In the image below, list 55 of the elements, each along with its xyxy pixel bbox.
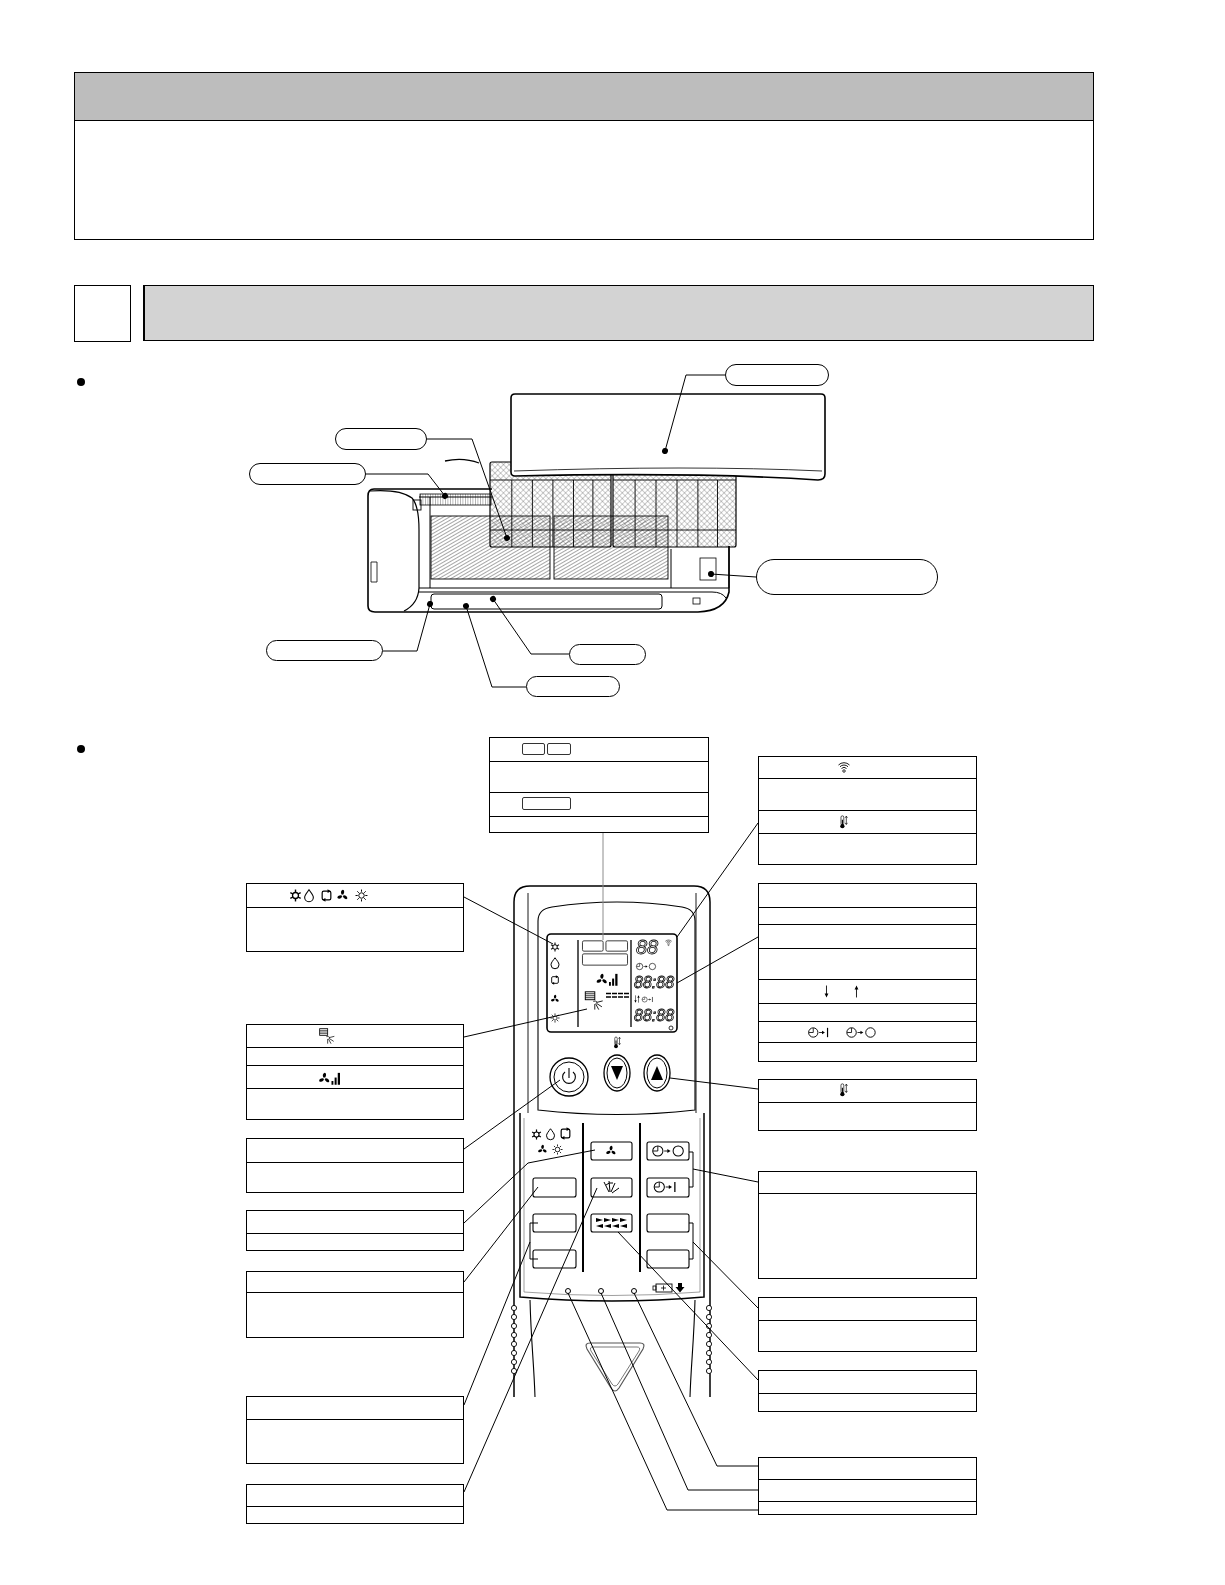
display-digits: 88 (636, 937, 659, 957)
leader-line (602, 832, 604, 941)
callout-box (758, 756, 977, 865)
leader-line (600, 1292, 759, 1491)
leader-line (567, 1292, 759, 1511)
callout-box (758, 1457, 977, 1515)
callout-box (489, 737, 709, 833)
leader-line (463, 603, 527, 688)
display-digits: 88:88 (634, 975, 675, 991)
leader-line (463, 1241, 531, 1406)
leader-line (426, 438, 510, 541)
callout-box (758, 1171, 977, 1279)
display-digits: 88:88 (634, 1008, 675, 1024)
remote-controller-drawing (510, 885, 713, 1398)
callout-box (758, 1297, 977, 1352)
title-bar (143, 285, 1094, 341)
leader-line (382, 601, 433, 652)
leader-line (633, 1292, 759, 1467)
callout-box (756, 559, 938, 595)
leader-line (692, 1241, 759, 1309)
leader-line (669, 1077, 759, 1090)
callout-box (758, 1370, 977, 1412)
square-frame (74, 285, 131, 342)
leader-line (692, 1168, 759, 1183)
callout-box (335, 428, 427, 450)
callout-box (526, 676, 620, 697)
callout-box (246, 1210, 464, 1251)
leader-line (463, 896, 554, 945)
leader-line (463, 1187, 598, 1493)
header-panel (74, 72, 1094, 240)
callout-box (569, 644, 646, 665)
leader-line (365, 473, 448, 499)
callout-box (249, 463, 366, 485)
callout-box (758, 1079, 977, 1131)
leader-line (676, 822, 759, 938)
front-panel-drawing (510, 393, 826, 481)
callout-box (246, 1024, 464, 1120)
leader-line (490, 596, 570, 655)
leader-line (676, 936, 759, 984)
leader-line (463, 1149, 596, 1224)
callout-box (246, 1396, 464, 1464)
callout-box (246, 1484, 464, 1524)
leader-line (463, 1079, 561, 1150)
callout-box (246, 883, 464, 952)
leader-line (463, 1186, 539, 1283)
leader-line (617, 1231, 759, 1381)
leader-line (463, 1008, 588, 1038)
callout-box (725, 364, 829, 386)
leader-line (662, 374, 726, 454)
leader-line (708, 571, 757, 578)
callout-box (758, 883, 977, 1062)
callout-box (266, 640, 383, 661)
indoor-unit-drawing (367, 458, 737, 613)
callout-box (246, 1271, 464, 1338)
callout-box (246, 1138, 464, 1193)
